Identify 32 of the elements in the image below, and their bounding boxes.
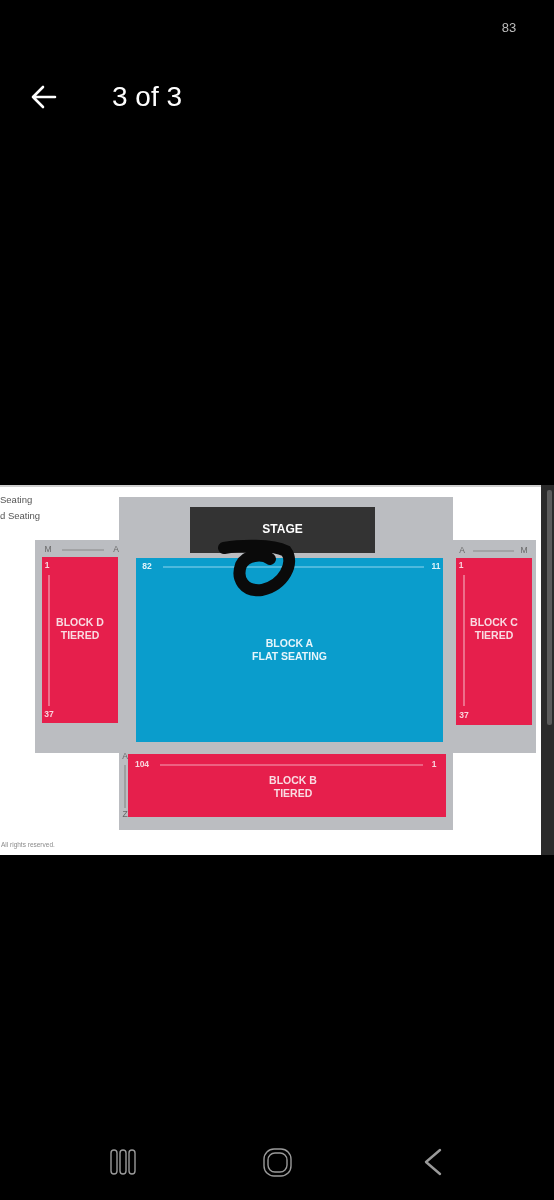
row-letter: Z: [122, 810, 128, 820]
block-name: BLOCK B: [269, 774, 317, 787]
block-name: BLOCK D: [56, 616, 104, 629]
page-counter: 3 of 3: [112, 80, 183, 114]
stage-label: STAGE: [262, 522, 303, 536]
row-letter: M: [520, 546, 528, 556]
seat-number: 1: [458, 561, 464, 571]
stage-area: [190, 507, 375, 553]
row-letter: M: [44, 545, 52, 555]
row-letter: A: [113, 545, 119, 555]
seat-number: 1: [431, 760, 437, 770]
seat-number: 37: [459, 711, 469, 721]
seating-type: TIERED: [60, 629, 100, 642]
seat-number: 11: [431, 562, 441, 572]
seat-number: 82: [142, 562, 152, 572]
seat-number: 1: [44, 561, 50, 571]
legend-text: Seating: [0, 494, 33, 506]
seating-block: [128, 754, 446, 817]
status-text: 83: [501, 20, 517, 36]
legend-text: d Seating: [0, 510, 41, 522]
seating-type: TIERED: [273, 787, 313, 800]
row-letter: A: [459, 546, 465, 556]
seating-type: FLAT SEATING: [252, 650, 327, 663]
row-letter: A: [122, 752, 128, 762]
seating-block: [42, 557, 118, 723]
seat-number: 37: [44, 710, 54, 720]
seating-block: [456, 558, 532, 725]
seat-number: 104: [134, 760, 150, 770]
block-name: BLOCK C: [470, 616, 518, 629]
seating-type: TIERED: [474, 629, 514, 642]
block-name: BLOCK A: [265, 637, 314, 650]
seating-block: [136, 558, 443, 742]
